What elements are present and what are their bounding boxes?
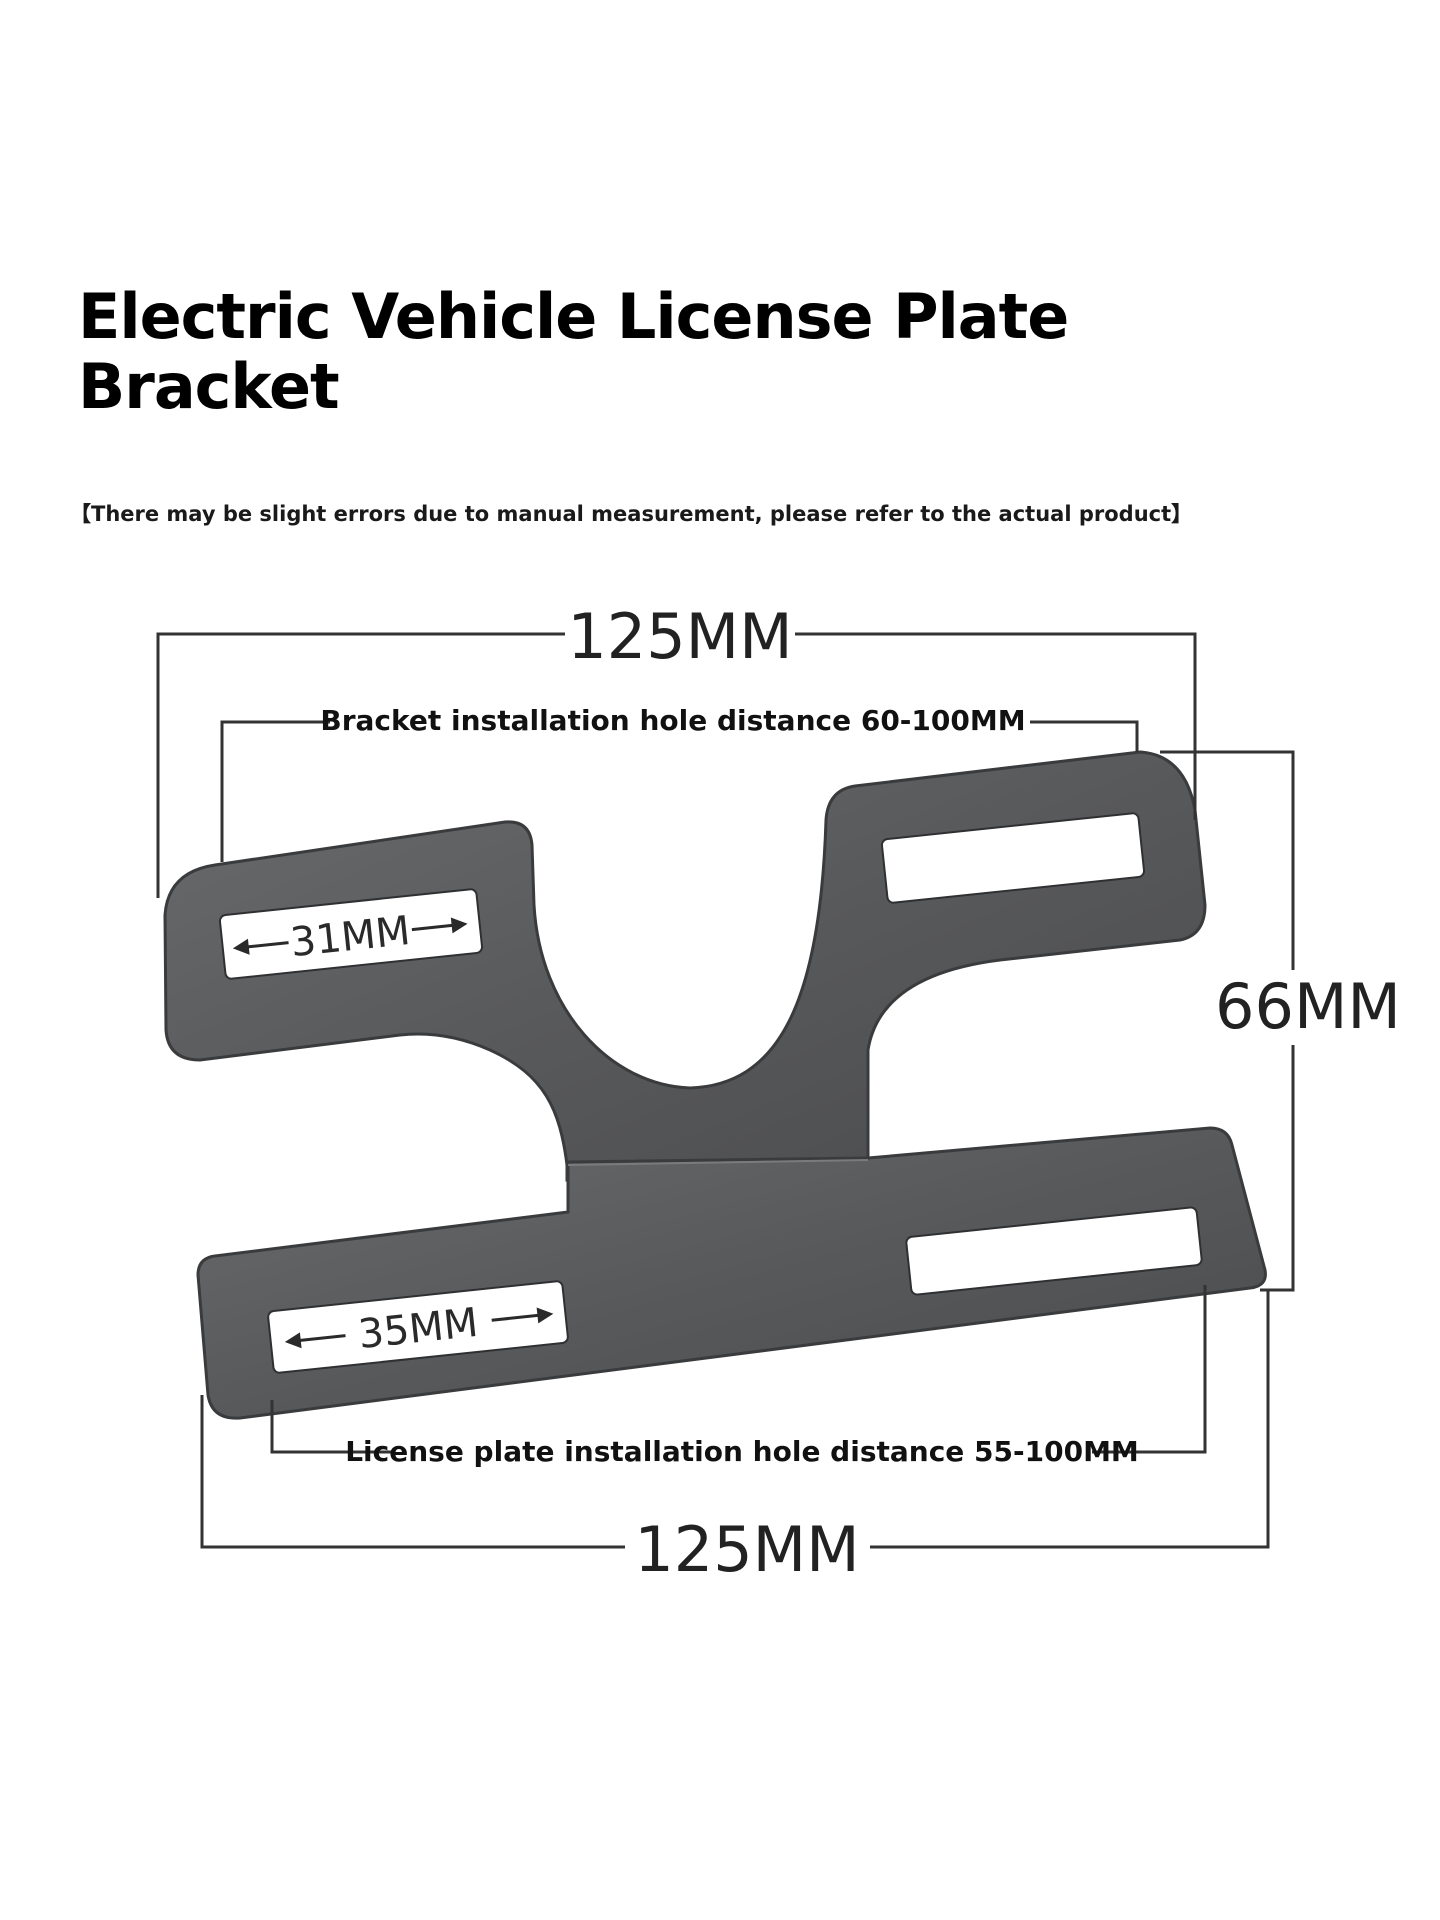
upper-left-slot bbox=[218, 888, 484, 980]
height-label: 66MM bbox=[1215, 970, 1401, 1043]
title-line-2: Bracket bbox=[78, 350, 340, 423]
plate-hole-label: License plate installation hole distance… bbox=[345, 1435, 1139, 1468]
top-width-label: 125MM bbox=[567, 600, 792, 673]
bracket-hole-label: Bracket installation hole distance 60-10… bbox=[320, 704, 1025, 737]
upper-slot-dimension: 31MM bbox=[232, 908, 468, 966]
bottom-width-dimension bbox=[200, 1290, 1270, 1549]
page-title: Electric Vehicle License Plate Bracket bbox=[78, 282, 1178, 422]
plate-hole-dimension bbox=[270, 1285, 1207, 1454]
title-line-1: Electric Vehicle License Plate bbox=[78, 280, 1069, 353]
lower-right-slot bbox=[905, 1206, 1203, 1296]
upper-right-slot bbox=[880, 812, 1146, 904]
bend-line bbox=[567, 1159, 869, 1166]
bottom-width-label: 125MM bbox=[634, 1513, 859, 1586]
measurement-note: 【There may be slight errors due to manua… bbox=[70, 502, 1193, 526]
lower-left-slot bbox=[267, 1280, 569, 1374]
height-dimension bbox=[1160, 750, 1295, 1292]
bracket-hole-dimension bbox=[220, 720, 1139, 862]
top-width-dimension bbox=[156, 632, 1197, 898]
